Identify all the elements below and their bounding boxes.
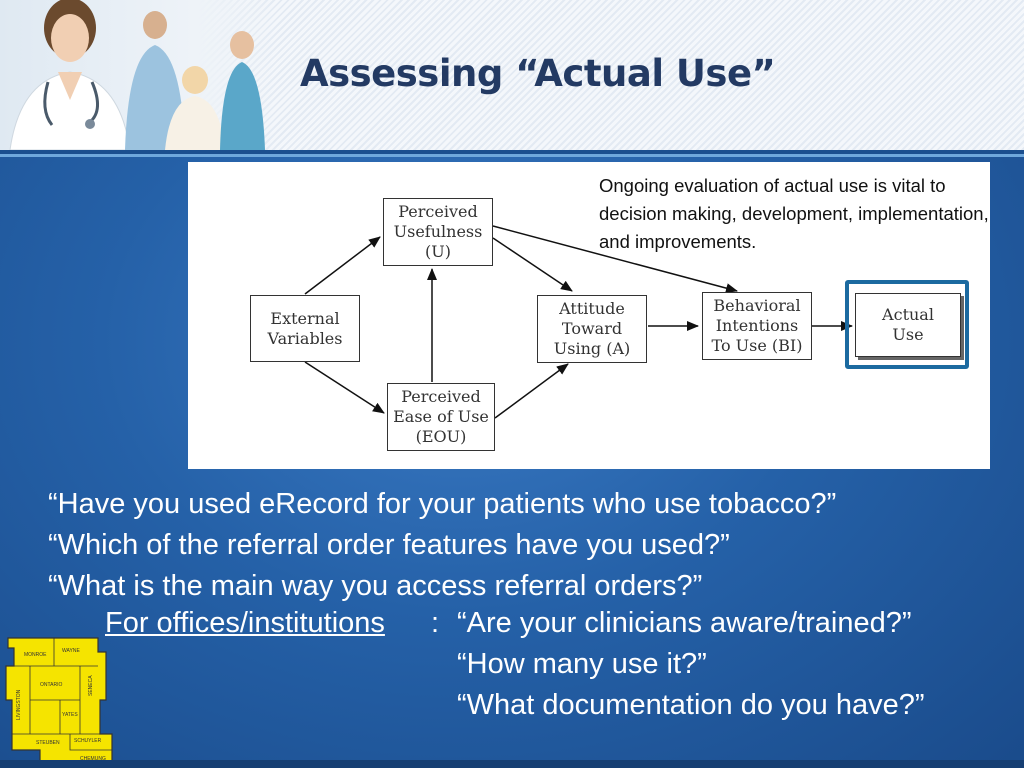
- node-label-line: (EOU): [415, 427, 467, 446]
- header-divider-accent: [0, 154, 1024, 157]
- node-label-line: Attitude: [559, 299, 625, 318]
- node-label-line: Use: [892, 325, 924, 344]
- offices-label: For offices/institutions: [105, 607, 385, 639]
- medical-staff-photo: [0, 0, 280, 150]
- node-label-line: Actual: [882, 305, 934, 324]
- county-label: SENECA: [88, 675, 94, 696]
- node-label-line: Behavioral: [713, 296, 801, 315]
- county-map: MONROE WAYNE LIVINGSTON ONTARIO SENECA Y…: [5, 637, 113, 767]
- county-label: LIVINGSTON: [16, 689, 22, 720]
- footer-bar: [0, 760, 1024, 768]
- survey-questions: “Have you used eRecord for your patients…: [48, 484, 836, 607]
- office-question-2: “How many use it?”: [457, 648, 707, 680]
- arrow-external-to-ease: [304, 361, 385, 414]
- arrow-external-to-usefulness: [304, 236, 381, 295]
- node-label-line: Toward: [561, 319, 623, 338]
- node-label-line: Perceived: [398, 202, 478, 221]
- node-label-line: Usefulness: [393, 222, 483, 241]
- node-label-line: To Use (BI): [711, 336, 803, 355]
- node-label-line: Ease of Use: [393, 407, 489, 426]
- county-label: WAYNE: [62, 648, 80, 654]
- header-divider: [0, 150, 1024, 154]
- slide-title: Assessing “Actual Use”: [300, 52, 776, 95]
- office-question-1: “Are your clinicians aware/trained?”: [457, 607, 912, 639]
- office-question-3: “What documentation do you have?”: [457, 689, 925, 721]
- county-label: STEUBEN: [36, 740, 60, 746]
- node-label-line: (U): [425, 242, 451, 261]
- offices-colon: :: [431, 607, 440, 639]
- doctors-illustration: [9, 0, 265, 150]
- diagram-note: Ongoing evaluation of actual use is vita…: [599, 175, 989, 252]
- county-label: ONTARIO: [40, 682, 63, 688]
- node-label-line: Variables: [267, 328, 343, 348]
- node-label-line: Perceived: [401, 387, 481, 406]
- arrow-usefulness-to-intentions: [492, 225, 738, 293]
- arrow-ease-to-attitude: [494, 363, 569, 419]
- county-label: SCHUYLER: [74, 738, 102, 744]
- node-label-line: External: [270, 308, 340, 328]
- arrow-usefulness-to-attitude: [492, 237, 573, 292]
- actual-use-highlight: [845, 280, 969, 369]
- county-label: YATES: [62, 712, 78, 718]
- county-label: MONROE: [24, 652, 47, 658]
- question-2: “Which of the referral order features ha…: [48, 529, 730, 561]
- question-3: “What is the main way you access referra…: [48, 570, 703, 602]
- node-label-line: Intentions: [715, 316, 799, 335]
- county-label: CHEMUNG: [80, 756, 106, 762]
- node-label-line: Using (A): [553, 339, 631, 358]
- question-1: “Have you used eRecord for your patients…: [48, 488, 837, 520]
